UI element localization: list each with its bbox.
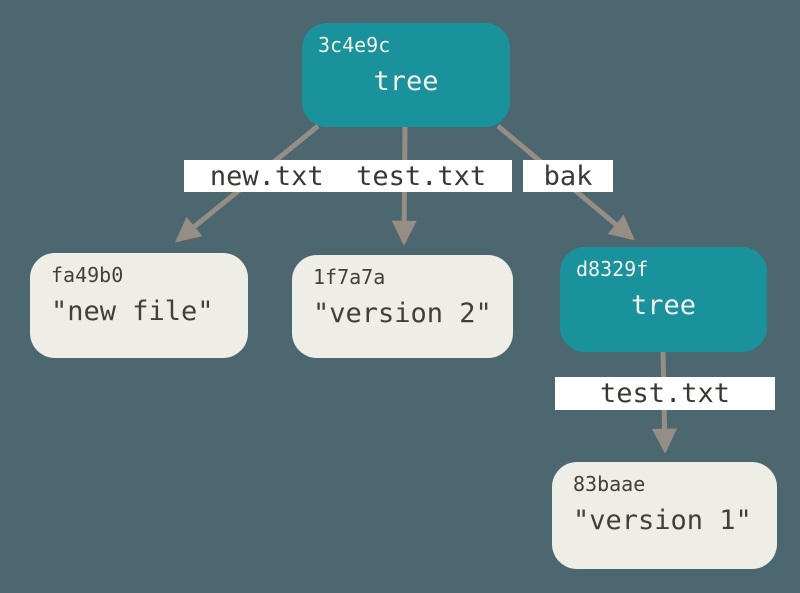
tree-node-d8329f: d8329f tree — [560, 247, 767, 352]
node-type-label: tree — [630, 290, 697, 321]
tree-node-3c4e9c: 3c4e9c tree — [302, 23, 510, 127]
blob-node-83baae: 83baae "version 1" — [552, 462, 777, 569]
node-type-label: tree — [373, 66, 439, 97]
edge-label-bak: bak — [523, 160, 613, 192]
node-hash: fa49b0 — [51, 263, 124, 287]
node-hash: 3c4e9c — [318, 33, 391, 57]
node-hash: 83baae — [573, 472, 646, 496]
edge-label-testtxt: test.txt — [555, 377, 775, 410]
blob-node-1f7a7a: 1f7a7a "version 2" — [292, 255, 513, 358]
blob-content-label: "version 1" — [573, 505, 752, 536]
node-hash: d8329f — [576, 257, 649, 281]
blob-content-label: "version 2" — [313, 298, 492, 329]
blob-content-label: "new file" — [51, 296, 214, 327]
blob-node-fa49b0: fa49b0 "new file" — [30, 253, 248, 358]
node-hash: 1f7a7a — [313, 265, 386, 289]
edge-label-newtxt-testtxt: new.txt test.txt — [184, 160, 512, 192]
